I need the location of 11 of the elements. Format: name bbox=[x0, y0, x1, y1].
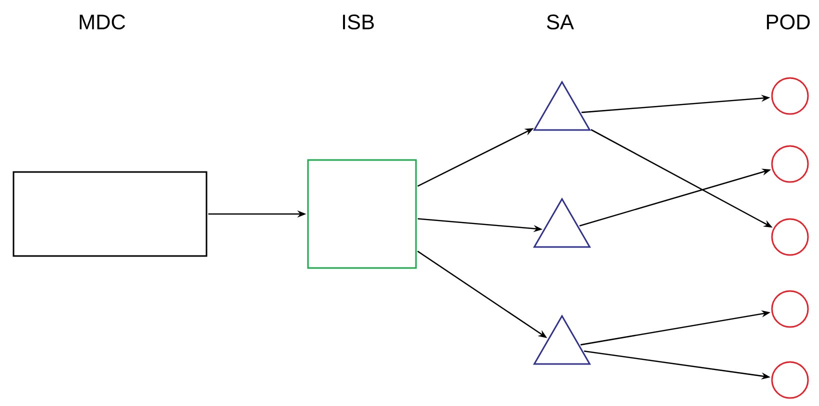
circle-shape bbox=[771, 361, 809, 399]
circle-shape bbox=[771, 218, 809, 256]
column-heading: MDC bbox=[80, 14, 126, 30]
circle-shape bbox=[771, 77, 809, 115]
column-heading: ISB bbox=[343, 14, 374, 30]
circle-shape bbox=[771, 145, 809, 183]
column-heading: POD bbox=[766, 14, 810, 30]
rectangle-box bbox=[12, 171, 208, 257]
rectangle-box bbox=[307, 159, 417, 269]
circle-shape bbox=[771, 290, 809, 328]
column-heading: SA bbox=[546, 14, 574, 30]
